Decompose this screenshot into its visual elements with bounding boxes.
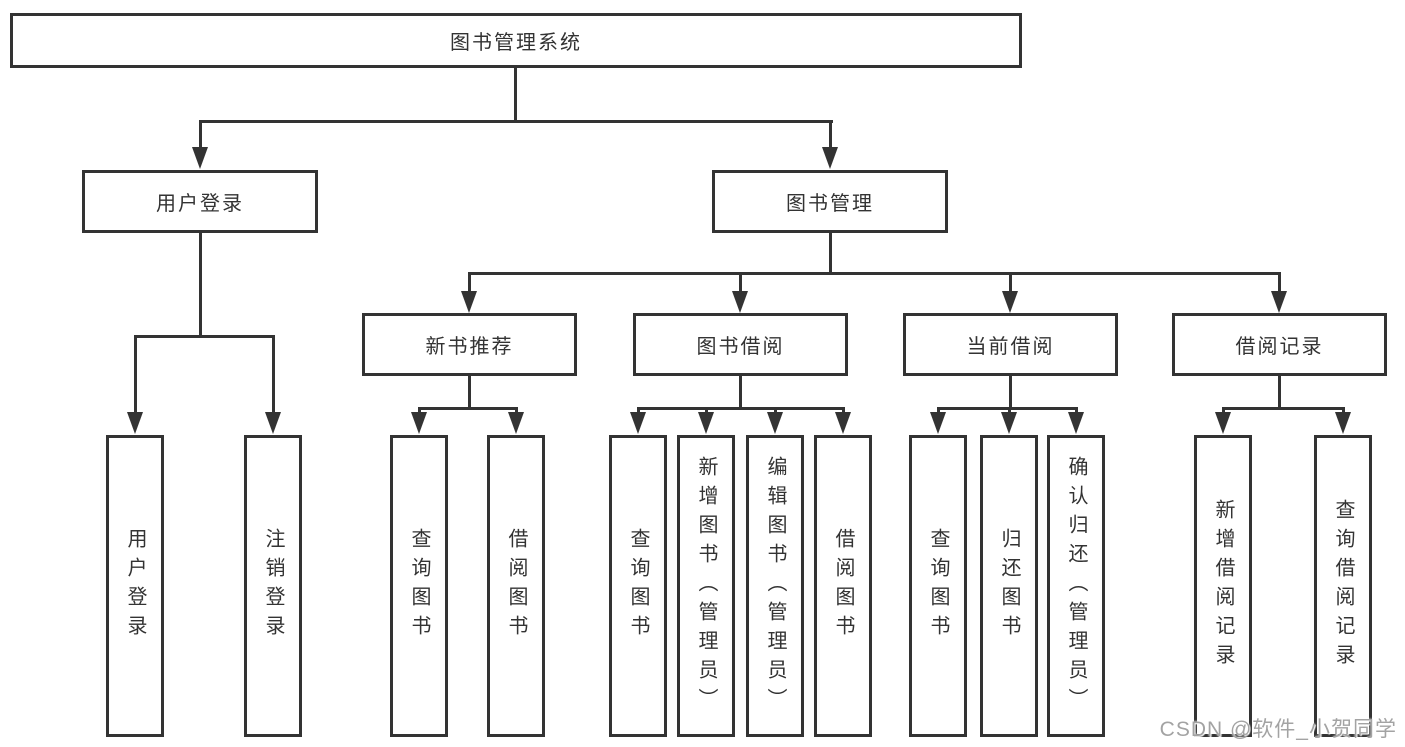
connector-line xyxy=(468,272,1281,275)
node-label: 新书推荐 xyxy=(425,336,514,358)
node-book-management: 图书管理 xyxy=(712,170,948,233)
connector-line xyxy=(739,374,742,409)
leaf-recommend-borrow-books: 借阅图书 xyxy=(487,435,545,737)
leaf-borrow-books: 借阅图书 xyxy=(814,435,872,737)
node-current-borrow: 当前借阅 xyxy=(903,313,1118,376)
connector-line xyxy=(1222,407,1225,414)
connector-line xyxy=(937,407,1078,410)
connector-line xyxy=(468,272,471,292)
connector-arrowhead xyxy=(1271,291,1287,313)
connector-arrowhead xyxy=(508,412,524,434)
connector-arrowhead xyxy=(1215,412,1231,434)
connector-line xyxy=(829,120,832,149)
leaf-label: 注销登录 xyxy=(262,528,284,644)
leaf-label: 新增借阅记录 xyxy=(1212,499,1234,673)
connector-arrowhead xyxy=(265,412,281,434)
leaf-add-book-admin: 新增图书（管理员） xyxy=(677,435,735,737)
connector-arrowhead xyxy=(732,291,748,313)
node-label: 图书管理系统 xyxy=(450,32,582,54)
leaf-label: 编辑图书（管理员） xyxy=(764,455,786,717)
leaf-user-login: 用户登录 xyxy=(106,435,164,737)
connector-arrowhead xyxy=(767,412,783,434)
connector-line xyxy=(134,335,275,338)
leaf-query-borrow-record: 查询借阅记录 xyxy=(1314,435,1372,737)
connector-line xyxy=(637,407,845,410)
node-user-login: 用户登录 xyxy=(82,170,318,233)
node-borrow-records: 借阅记录 xyxy=(1172,313,1387,376)
node-label: 图书借阅 xyxy=(696,336,785,358)
csdn-watermark: CSDN @软件_小贺同学 xyxy=(1159,718,1397,741)
node-label: 图书管理 xyxy=(786,193,874,215)
connector-line xyxy=(774,407,777,414)
connector-arrowhead xyxy=(822,147,838,169)
connector-arrowhead xyxy=(930,412,946,434)
connector-line xyxy=(468,374,471,409)
leaf-logout: 注销登录 xyxy=(244,435,302,737)
leaf-label: 用户登录 xyxy=(124,528,146,644)
leaf-label: 归还图书 xyxy=(998,528,1020,644)
connector-line xyxy=(937,407,940,414)
connector-line xyxy=(134,335,137,413)
connector-arrowhead xyxy=(1335,412,1351,434)
leaf-recommend-query-books: 查询图书 xyxy=(390,435,448,737)
connector-line xyxy=(829,231,832,274)
leaf-edit-book-admin: 编辑图书（管理员） xyxy=(746,435,804,737)
connector-line xyxy=(199,120,833,123)
leaf-confirm-return-admin: 确认归还（管理员） xyxy=(1047,435,1105,737)
connector-line xyxy=(1075,407,1078,414)
connector-line xyxy=(418,407,421,414)
leaf-label: 借阅图书 xyxy=(832,528,854,644)
leaf-label: 借阅图书 xyxy=(505,528,527,644)
leaf-label: 查询图书 xyxy=(408,528,430,644)
node-book-borrow: 图书借阅 xyxy=(633,313,848,376)
connector-line xyxy=(1342,407,1345,414)
leaf-label: 查询图书 xyxy=(627,528,649,644)
connector-line xyxy=(199,231,202,337)
connector-line xyxy=(514,66,517,122)
leaf-add-borrow-record: 新增借阅记录 xyxy=(1194,435,1252,737)
connector-line xyxy=(705,407,708,414)
connector-arrowhead xyxy=(192,147,208,169)
connector-line xyxy=(842,407,845,414)
node-label: 当前借阅 xyxy=(966,336,1055,358)
leaf-return-books: 归还图书 xyxy=(980,435,1038,737)
leaf-label: 新增图书（管理员） xyxy=(695,455,717,717)
connector-arrowhead xyxy=(411,412,427,434)
leaf-current-query-books: 查询图书 xyxy=(909,435,967,737)
connector-line xyxy=(1222,407,1345,410)
connector-line xyxy=(418,407,518,410)
connector-line xyxy=(199,120,202,149)
connector-line xyxy=(637,407,640,414)
connector-line xyxy=(739,272,742,292)
leaf-label: 查询图书 xyxy=(927,528,949,644)
connector-line xyxy=(272,335,275,413)
node-root-library-system: 图书管理系统 xyxy=(10,13,1022,68)
connector-arrowhead xyxy=(835,412,851,434)
connector-arrowhead xyxy=(1068,412,1084,434)
connector-line xyxy=(1009,374,1012,409)
connector-arrowhead xyxy=(698,412,714,434)
connector-arrowhead xyxy=(630,412,646,434)
connector-arrowhead xyxy=(1002,291,1018,313)
connector-line xyxy=(1278,272,1281,292)
connector-line xyxy=(1278,374,1281,409)
connector-line xyxy=(1009,272,1012,292)
leaf-borrow-query-books: 查询图书 xyxy=(609,435,667,737)
connector-line xyxy=(515,407,518,414)
node-label: 用户登录 xyxy=(156,193,244,215)
connector-arrowhead xyxy=(461,291,477,313)
connector-arrowhead xyxy=(127,412,143,434)
node-label: 借阅记录 xyxy=(1235,336,1324,358)
node-new-book-recommend: 新书推荐 xyxy=(362,313,577,376)
leaf-label: 确认归还（管理员） xyxy=(1065,455,1087,717)
leaf-label: 查询借阅记录 xyxy=(1332,499,1354,673)
connector-line xyxy=(1008,407,1011,414)
connector-arrowhead xyxy=(1001,412,1017,434)
